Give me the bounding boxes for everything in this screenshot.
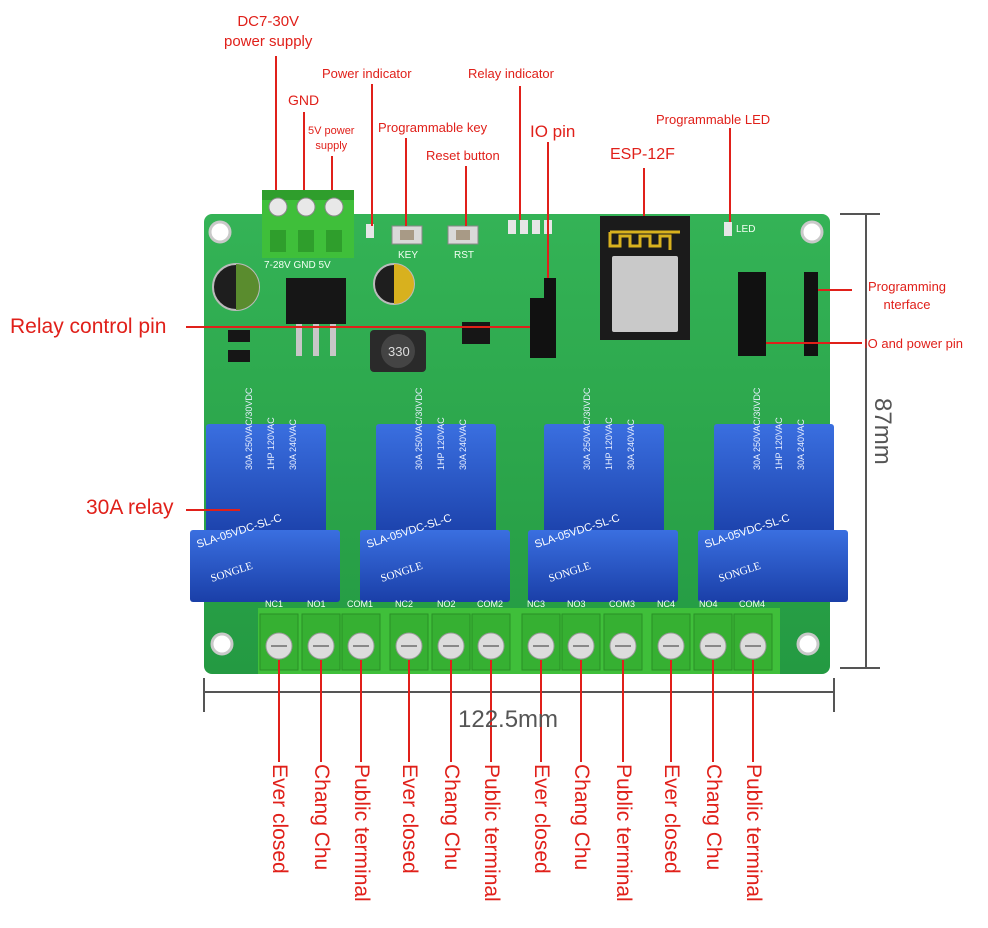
reset-button-label: Reset button [426, 148, 500, 163]
five-v-label: 5V power supply [308, 125, 355, 152]
io-power-header [738, 272, 766, 356]
terminal-label: NC2 [395, 599, 413, 609]
inductor-label: 330 [388, 344, 410, 359]
terminal-label: NC1 [265, 599, 283, 609]
terminal-function-label: Public terminal [742, 764, 765, 902]
terminal-function-label: Ever closed [268, 764, 291, 874]
programming-interface-label: Programming nterface [868, 279, 947, 312]
power-led [366, 224, 374, 238]
key-silk: KEY [398, 250, 418, 261]
terminal-function-label: Public terminal [480, 764, 503, 902]
io-pin-label: IO pin [530, 122, 576, 141]
terminal-label: NO2 [437, 599, 456, 609]
programmable-led [724, 222, 732, 236]
relay-rating: 1HP 120VAC [266, 417, 276, 470]
smd-chip [462, 322, 490, 344]
terminal-function-label: Ever closed [530, 764, 553, 874]
output-terminal-strip: NC1 NO1 COM1 NC2 NO2 COM2 NC3 NO3 COM3 NC4 NO4 COM4 [258, 599, 780, 674]
relay-rating: 1HP 120VAC [774, 417, 784, 470]
relay-rating: 30A 250VAC/30VDC [752, 387, 762, 470]
relay-rating: 30A 240VAC [626, 419, 636, 470]
relay-rating: 1HP 120VAC [436, 417, 446, 470]
relay-rating: 1HP 120VAC [604, 417, 614, 470]
terminal-function-label: Chang Chu [440, 764, 463, 871]
smd-chip [228, 350, 250, 362]
relay-rating: 30A 240VAC [458, 419, 468, 470]
led-silk: LED [736, 224, 755, 235]
terminal-label: NO4 [699, 599, 718, 609]
reset-button[interactable] [447, 225, 479, 245]
terminal-label: COM4 [739, 599, 765, 609]
voltage-regulator [286, 278, 346, 324]
gnd-label: GND [288, 92, 320, 108]
terminal-screw[interactable] [471, 613, 511, 671]
programmable-led-label: Programmable LED [656, 112, 771, 127]
terminal-function-label: Public terminal [350, 764, 373, 902]
width-dimension-line [203, 678, 835, 712]
height-dimension-label: 87mm [869, 398, 896, 465]
relay-indicator-label: Relay indicator [468, 66, 554, 81]
terminal-function-label: Chang Chu [570, 764, 593, 871]
relay-control-header [530, 278, 556, 358]
terminal-screw[interactable] [431, 613, 471, 671]
smd-chip [228, 330, 250, 342]
io-power-pin-label: IO and power pin [864, 336, 964, 351]
terminal-function-label: Chang Chu [310, 764, 333, 871]
relay-rating: 30A 250VAC/30VDC [582, 387, 592, 470]
power-indicator-label: Power indicator [322, 66, 412, 81]
terminal-label: COM3 [609, 599, 635, 609]
terminal-function-label: Ever closed [660, 764, 683, 874]
relay-rating: 30A 250VAC/30VDC [414, 387, 424, 470]
mounting-hole [796, 632, 820, 656]
height-dimension-line [840, 213, 880, 669]
callout-lines [186, 56, 862, 511]
mounting-hole [208, 220, 232, 244]
programmable-key-label: Programmable key [378, 120, 488, 135]
terminal-screw[interactable] [301, 613, 341, 671]
terminal-callout-lines [278, 660, 754, 762]
terminal-label: NO3 [567, 599, 586, 609]
silk-power-label: 7-28V GND 5V [264, 260, 331, 271]
terminal-screw[interactable] [561, 613, 601, 671]
terminal-label: COM2 [477, 599, 503, 609]
terminal-label: NC3 [527, 599, 545, 609]
mounting-hole [800, 220, 824, 244]
terminal-function-label: Public terminal [612, 764, 635, 902]
relay-rating: 30A 240VAC [796, 419, 806, 470]
terminal-function-label: Chang Chu [702, 764, 725, 871]
terminal-label: NC4 [657, 599, 675, 609]
relay-control-pin-label: Relay control pin [10, 315, 167, 338]
power-terminal-block [262, 190, 354, 258]
relay-30a-label: 30A relay [86, 496, 174, 519]
relay-rating: 30A 250VAC/30VDC [244, 387, 254, 470]
programming-header [804, 272, 818, 356]
mounting-hole [210, 632, 234, 656]
terminal-label: NO1 [307, 599, 326, 609]
width-dimension-label: 122.5mm [458, 706, 559, 733]
terminal-function-label: Ever closed [398, 764, 421, 874]
power-supply-label: DC7-30V power supply [224, 13, 313, 50]
relay-rating: 30A 240VAC [288, 419, 298, 470]
esp12f-label: ESP-12F [610, 146, 675, 163]
terminal-label: COM1 [347, 599, 373, 609]
esp12f-module [600, 216, 690, 340]
rst-silk: RST [454, 250, 474, 261]
programmable-key-button[interactable] [391, 225, 423, 245]
terminal-screw[interactable] [521, 613, 561, 671]
